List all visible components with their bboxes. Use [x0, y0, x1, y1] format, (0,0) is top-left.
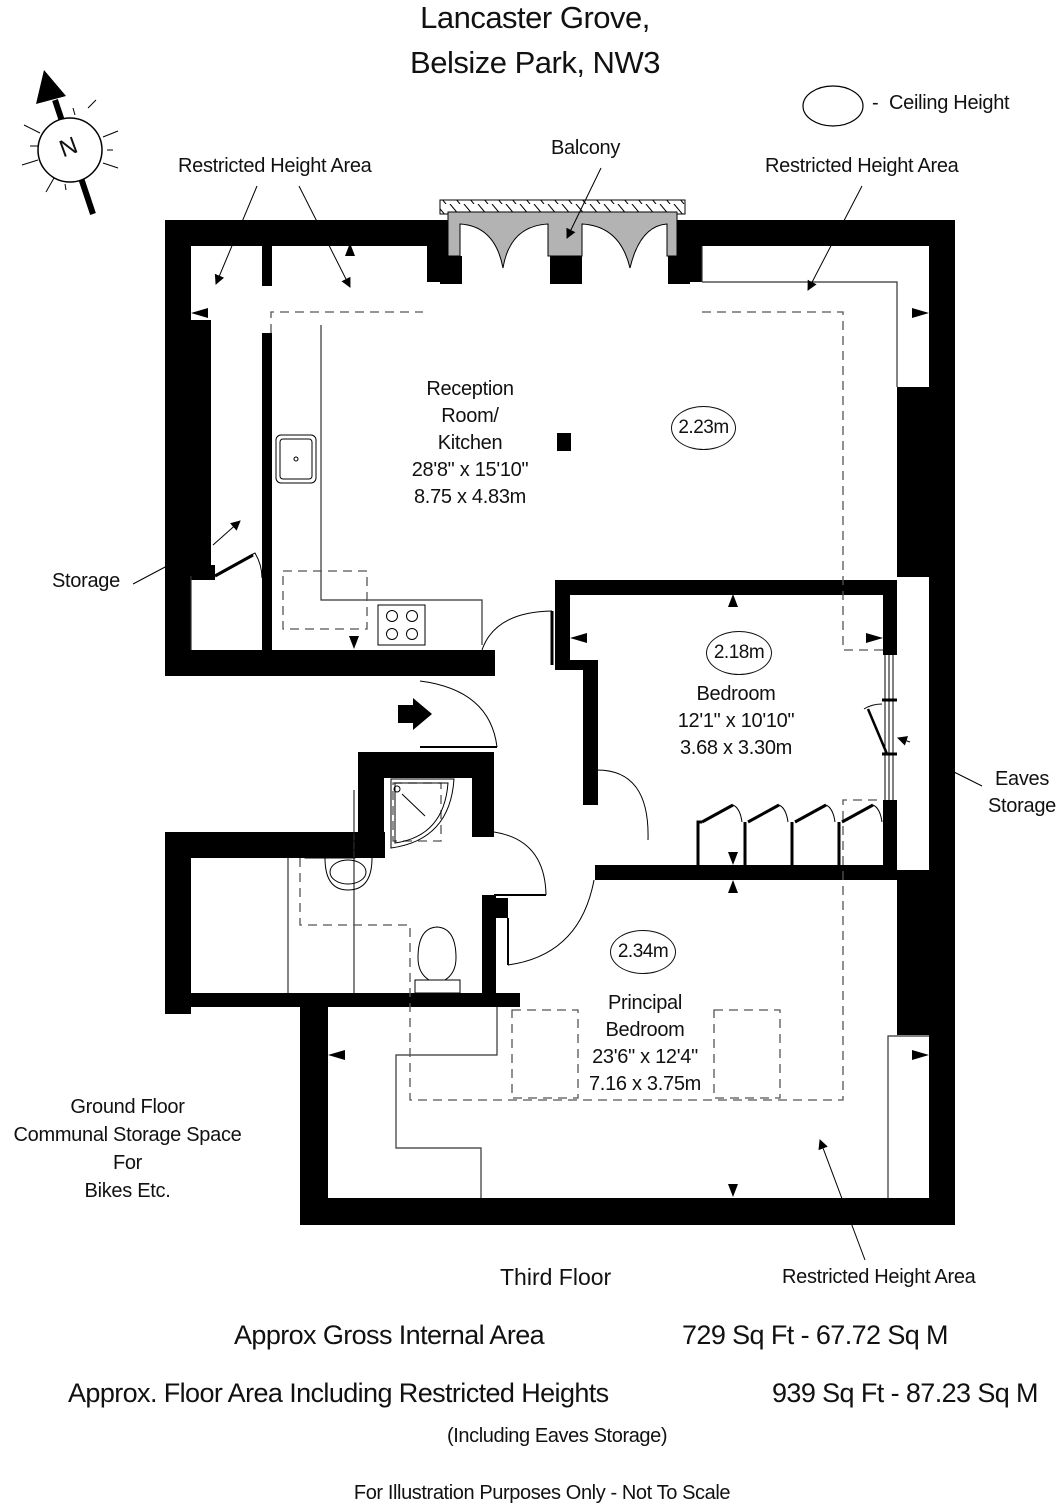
room-name-line: Kitchen — [437, 432, 503, 454]
room-dimensions-metric: 8.75 x 4.83m — [413, 486, 527, 508]
restricted-area-note: (Including Eaves Storage) — [447, 1425, 668, 1447]
gross-area-label: Approx Gross Internal Area — [234, 1320, 545, 1350]
room-reception-kitchen: Reception Room/ Kitchen 28'8" x 15'10" 8… — [380, 376, 560, 511]
communal-line: Communal Storage Space — [13, 1124, 242, 1146]
room-name-line: Principal — [608, 992, 682, 1014]
restricted-height-label-top-left: Restricted Height Area — [178, 155, 372, 177]
storage-label: Storage — [52, 570, 120, 592]
ceiling-height-badge: 2.34m — [610, 930, 676, 974]
entrance-arrow-icon — [398, 698, 432, 730]
eaves-storage-label: Eaves Storage — [980, 766, 1064, 820]
restricted-area-value: 939 Sq Ft - 87.23 Sq M — [772, 1378, 1039, 1408]
eaves-line: Eaves — [994, 768, 1050, 790]
eaves-line: Storage — [988, 795, 1056, 817]
gross-area-value: 729 Sq Ft - 67.72 Sq M — [682, 1320, 949, 1350]
floor-label: Third Floor — [500, 1264, 612, 1290]
room-name-line: Bedroom — [696, 683, 776, 705]
restricted-height-label-top-right: Restricted Height Area — [765, 155, 959, 177]
ceiling-height-badge: 2.23m — [671, 406, 736, 450]
room-bedroom: Bedroom 12'1" x 10'10" 3.68 x 3.30m — [646, 681, 826, 762]
toilet-icon — [414, 926, 461, 994]
kitchen-sink-icon — [275, 434, 317, 484]
room-dimensions-metric: 7.16 x 3.75m — [588, 1073, 702, 1095]
balcony-label: Balcony — [551, 137, 621, 159]
communal-line: For — [112, 1152, 143, 1174]
communal-line: Bikes Etc. — [84, 1180, 171, 1202]
room-name-line: Room/ — [441, 405, 499, 427]
legend-ellipse-icon — [802, 85, 864, 127]
legend-ceiling-height-label: Ceiling Height — [889, 92, 1010, 114]
legend-dash: - — [872, 92, 879, 114]
balcony-structure — [439, 199, 690, 284]
restricted-height-label-bottom-right: Restricted Height Area — [782, 1266, 976, 1288]
hob-icon — [377, 604, 426, 646]
basin-icon — [304, 832, 373, 891]
disclaimer: For Illustration Purposes Only - Not To … — [353, 1482, 731, 1504]
communal-line: Ground Floor — [70, 1096, 185, 1118]
room-dimensions-metric: 3.68 x 3.30m — [679, 737, 793, 759]
communal-storage-label: Ground Floor Communal Storage Space For … — [0, 1093, 255, 1205]
room-dimensions-imperial: 12'1" x 10'10" — [677, 710, 795, 732]
north-arrow-compass-icon — [21, 70, 119, 215]
restricted-area-label: Approx. Floor Area Including Restricted … — [68, 1378, 609, 1408]
room-dimensions-imperial: 23'6" x 12'4" — [592, 1046, 698, 1068]
room-name-line: Reception — [426, 378, 514, 400]
ceiling-height-badge: 2.18m — [706, 631, 772, 675]
page-title-line2: Belsize Park, NW3 — [410, 45, 660, 80]
page-title-line1: Lancaster Grove, — [420, 0, 650, 35]
shower-icon — [390, 778, 455, 849]
room-principal-bedroom: Principal Bedroom 23'6" x 12'4" 7.16 x 3… — [555, 990, 735, 1098]
room-name-line: Bedroom — [605, 1019, 685, 1041]
walls — [165, 220, 955, 1225]
room-dimensions-imperial: 28'8" x 15'10" — [411, 459, 529, 481]
